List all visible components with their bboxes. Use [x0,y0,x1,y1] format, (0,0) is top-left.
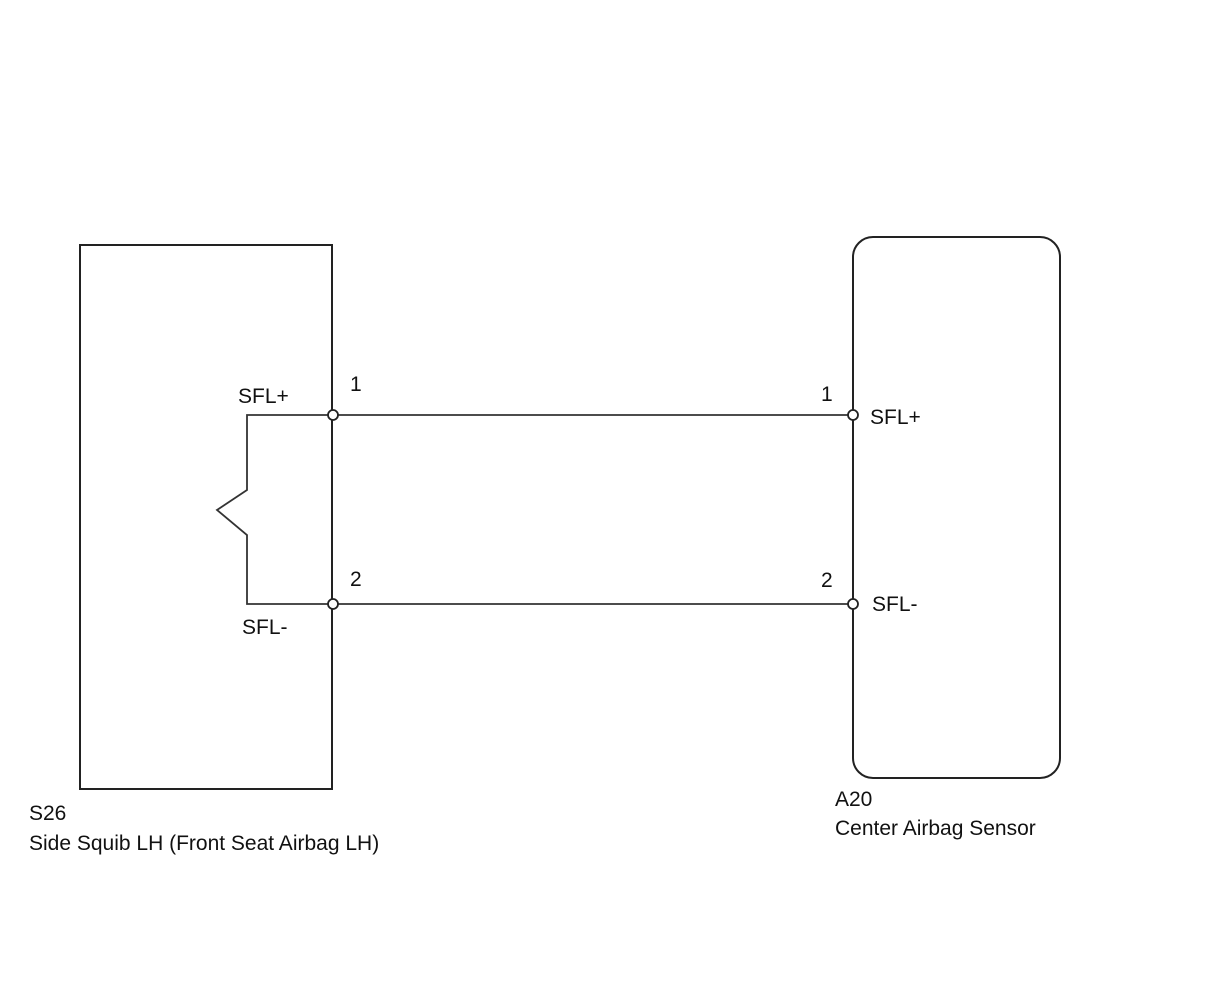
squib-element [215,414,333,605]
right-signal-label-2: SFL- [872,593,918,616]
left-pin-number-1: 1 [350,373,362,396]
right-component-code: A20 [835,788,872,811]
side-squib-lh-box [79,244,333,790]
right-component-name: Center Airbag Sensor [835,817,1036,840]
terminal-right-pin-1 [847,409,859,421]
left-signal-label-1: SFL+ [238,385,289,408]
right-pin-number-1: 1 [821,383,833,406]
terminal-left-pin-1 [327,409,339,421]
left-signal-label-2: SFL- [242,616,288,639]
right-signal-label-1: SFL+ [870,406,921,429]
terminal-right-pin-2 [847,598,859,610]
right-pin-number-2: 2 [821,569,833,592]
left-pin-number-2: 2 [350,568,362,591]
left-component-code: S26 [29,802,66,825]
center-airbag-sensor-box [852,236,1061,779]
terminal-left-pin-2 [327,598,339,610]
left-component-name: Side Squib LH (Front Seat Airbag LH) [29,832,379,855]
